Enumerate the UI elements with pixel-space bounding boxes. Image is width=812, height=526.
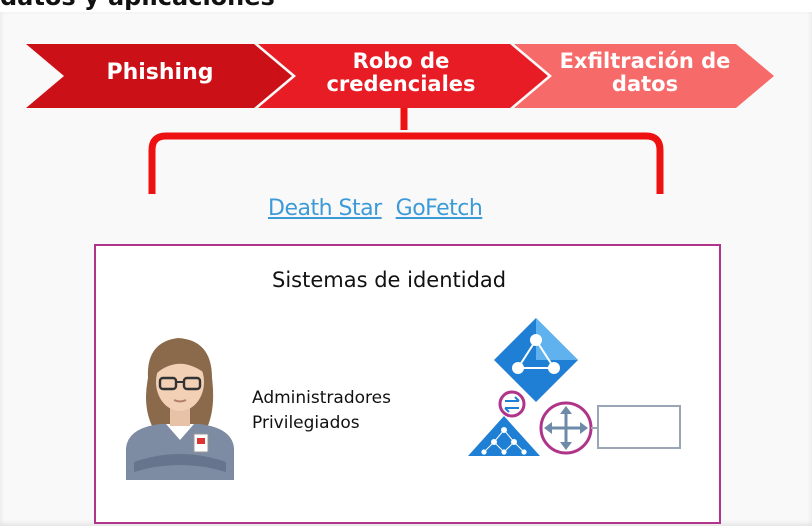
chevron-step-phishing bbox=[26, 44, 292, 108]
chevron-step-credentials bbox=[258, 44, 548, 108]
ad-forest-icon bbox=[468, 416, 540, 456]
attack-tools: Death Star GoFetch bbox=[268, 196, 483, 221]
identity-title: Sistemas de identidad bbox=[272, 268, 507, 292]
azure-ad-pyramid-icon bbox=[494, 318, 578, 402]
page-heading: datos y aplicaciones bbox=[0, 0, 275, 11]
server-box-icon bbox=[591, 405, 681, 449]
chevron-step-exfiltration bbox=[514, 44, 774, 108]
identity-systems-box: Sistemas de identidad bbox=[94, 244, 721, 524]
sync-icon bbox=[498, 390, 526, 418]
gofetch-link[interactable]: GoFetch bbox=[395, 196, 483, 221]
move-arrows-icon bbox=[539, 401, 593, 455]
kill-chain bbox=[26, 44, 774, 108]
privileged-admins-label: Administradores Privilegiados bbox=[252, 388, 391, 433]
death-star-link[interactable]: Death Star bbox=[268, 196, 382, 221]
step-label-exfiltration: Exfiltración de datos bbox=[559, 49, 731, 96]
tools-bracket bbox=[148, 108, 664, 194]
ad-icon-cluster bbox=[468, 318, 681, 456]
slide-canvas: Phishing Robo de credenciales Exfiltraci… bbox=[0, 12, 812, 526]
heading-fragment: datos y aplicaciones bbox=[0, 0, 812, 12]
step-label-credentials: Robo de credenciales bbox=[326, 49, 476, 96]
step-label-phishing: Phishing bbox=[106, 60, 214, 85]
admin-person-icon bbox=[126, 338, 234, 480]
